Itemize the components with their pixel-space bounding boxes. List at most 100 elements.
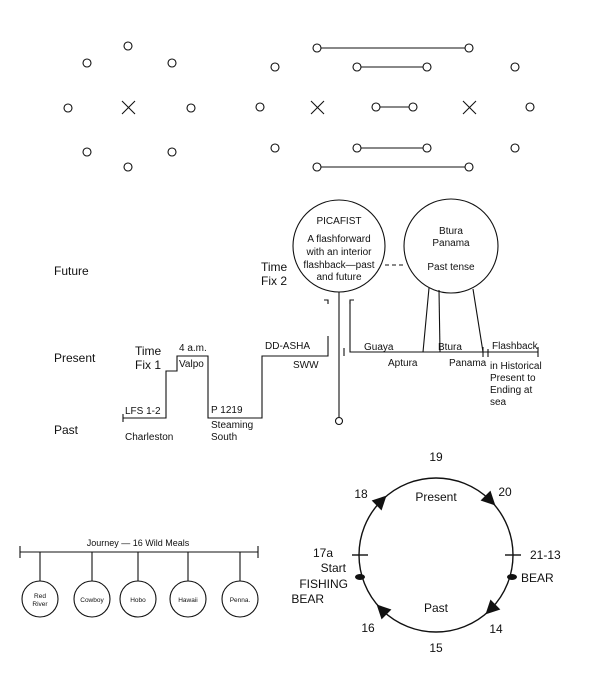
pattern-dot <box>510 143 520 153</box>
flashback-note-4: sea <box>490 397 507 408</box>
flashback-note-1: in Historical <box>490 361 542 372</box>
meal-circle <box>21 580 59 618</box>
cycle-label-lower-right: 14 <box>489 622 503 636</box>
meal-label: Red <box>34 593 46 600</box>
pattern-dot <box>352 143 362 153</box>
cycle-past: Past <box>424 601 449 615</box>
pattern-right <box>255 43 535 172</box>
cross-mark <box>462 100 477 115</box>
pattern-dot <box>167 58 177 68</box>
cycle-arrowhead <box>485 599 501 615</box>
picafist-hook-left <box>324 299 329 304</box>
pattern-dot <box>422 62 432 72</box>
label-four-am: 4 a.m. <box>179 343 207 354</box>
pattern-dot <box>167 147 177 157</box>
cycle-label-right: 21-13 <box>530 548 561 562</box>
meal-label: Hawaii <box>178 597 198 604</box>
label-dd-asha: DD-ASHA <box>265 341 310 352</box>
pattern-dot <box>63 103 73 113</box>
time-fix-1-line2: Fix 1 <box>135 358 161 372</box>
level-present: Present <box>54 351 96 365</box>
meal-circle <box>119 580 157 618</box>
time-fix-2-line2: Fix 2 <box>261 274 287 288</box>
label-lfs: LFS 1-2 <box>125 406 161 417</box>
cycle-label-lower-left: 16 <box>361 621 375 635</box>
pattern-dot <box>123 162 133 172</box>
pattern-dot <box>82 58 92 68</box>
cycle-label-bottom: 15 <box>429 641 443 655</box>
label-sww: SWW <box>293 360 319 371</box>
pattern-dot <box>270 62 280 72</box>
label-valpo: Valpo <box>179 359 204 370</box>
meal-label: River <box>32 601 48 608</box>
cross-mark <box>310 100 325 115</box>
label-steaming: Steaming <box>211 420 253 431</box>
pattern-dot <box>123 41 133 51</box>
pattern-dot <box>352 62 362 72</box>
cycle-arrowhead <box>376 604 392 620</box>
time-fix-1-line1: Time <box>135 344 162 358</box>
cycle-arrowhead <box>371 495 387 511</box>
label-south: South <box>211 432 237 443</box>
cycle-label-upper-left: 18 <box>354 487 368 501</box>
meal-circle <box>221 580 259 618</box>
flashback-note-2: Present to <box>490 373 536 384</box>
pattern-dot <box>312 162 322 172</box>
pattern-dot <box>464 43 474 53</box>
cycle: 19 20 21-13 14 15 16 17a 18 Start FISHIN… <box>291 450 561 655</box>
pattern-dot <box>255 102 265 112</box>
picafist-hook-right <box>349 299 354 304</box>
pattern-dot <box>408 102 418 112</box>
btura-connector <box>472 288 484 353</box>
btura-connector <box>422 287 430 353</box>
meal-label: Penna. <box>230 597 251 604</box>
pattern-dot <box>82 147 92 157</box>
cycle-label-start: Start <box>321 561 347 575</box>
cycle-label-left: 17a <box>313 546 333 560</box>
cross-mark <box>121 100 136 115</box>
pattern-dot <box>270 143 280 153</box>
cycle-label-top: 19 <box>429 450 443 464</box>
timeline: Future Present Past Time Fix 1 Time Fix … <box>54 198 542 443</box>
label-btura: Btura <box>438 342 462 353</box>
cycle-present: Present <box>415 490 457 504</box>
flashback-note-3: Ending at <box>490 385 532 396</box>
cycle-marker-right <box>507 574 517 580</box>
label-charleston: Charleston <box>125 432 173 443</box>
picafist-line-2: with an interior <box>305 247 372 258</box>
cycle-bear-right: BEAR <box>521 571 554 585</box>
picafist-line-4: and future <box>316 272 361 283</box>
pattern-dot <box>510 62 520 72</box>
timeline-path <box>123 336 329 419</box>
pattern-dot <box>312 43 322 53</box>
label-aptura: Aptura <box>388 358 418 369</box>
btura-circle <box>403 198 499 294</box>
btura-tense: Past tense <box>427 262 475 273</box>
cycle-bear-left: BEAR <box>291 592 324 606</box>
cycle-fishing: FISHING <box>299 577 348 591</box>
picafist-line-1: A flashforward <box>307 234 370 245</box>
picafist-line-3: flashback—past <box>303 260 374 271</box>
pattern-dot <box>422 143 432 153</box>
btura-line-2: Panama <box>432 238 470 249</box>
meal-circle <box>73 580 111 618</box>
meal-label: Cowboy <box>80 597 104 604</box>
cycle-marker-left <box>355 574 365 580</box>
btura-connector <box>438 289 441 353</box>
pattern-left <box>63 41 196 172</box>
pattern-dot <box>186 103 196 113</box>
level-future: Future <box>54 264 89 278</box>
cycle-label-upper-right: 20 <box>498 485 512 499</box>
pattern-dot <box>464 162 474 172</box>
btura-line-1: Btura <box>439 226 463 237</box>
meal-circle <box>169 580 207 618</box>
label-guaya: Guaya <box>364 342 394 353</box>
label-panama: Panama <box>449 358 487 369</box>
pattern-dot <box>371 102 381 112</box>
cycle-arrowhead <box>480 490 496 506</box>
meal-label: Hobo <box>130 597 146 604</box>
label-flashback: Flashback <box>492 341 539 352</box>
timeline-path <box>349 301 491 353</box>
